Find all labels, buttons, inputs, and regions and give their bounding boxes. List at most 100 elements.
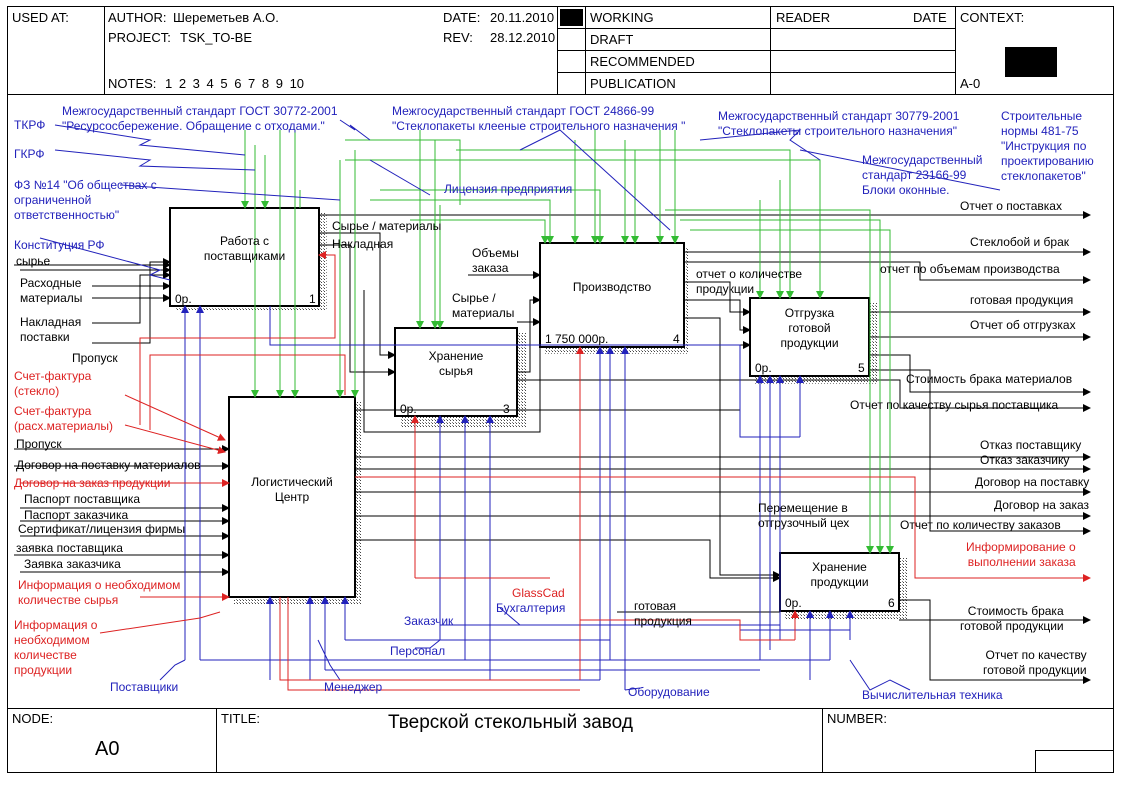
box-1-number: 1 — [309, 292, 316, 306]
arrow-label: Стеклобой и брак — [970, 235, 1069, 250]
arrow-label-line: Менеджер — [324, 680, 383, 694]
rev-label: REV: — [443, 30, 473, 45]
arrow-label-line: Счет-фактура — [14, 369, 92, 383]
arrow-label-line: стандарт 23166-99 — [862, 168, 967, 182]
arrow-label: Пропуск — [16, 437, 62, 452]
arrow-label-line: продукция — [634, 614, 692, 628]
arrow-label-line: Поставщики — [110, 680, 179, 694]
arrow-label-line: Межгосударственный стандарт ГОСТ 24866-9… — [392, 104, 655, 118]
arrow-label-line: Паспорт заказчика — [24, 508, 129, 522]
arrow-label: сырье — [16, 254, 50, 269]
arrow-label-line: Договор на поставку материалов — [16, 458, 201, 472]
arrow-label: ТКРФ — [14, 118, 45, 133]
arrow-label-line: нормы 481-75 — [1001, 124, 1079, 138]
arrow-label: Отчет об отгрузках — [970, 318, 1076, 333]
date-value: 20.11.2010 — [490, 10, 555, 25]
status-working: WORKING — [590, 10, 654, 25]
arrow-label-line: Бухгалтерия — [496, 601, 566, 615]
arrow-label: Сырье /материалы — [452, 291, 514, 321]
box-6-number: 6 — [888, 596, 895, 610]
arrow-label: Договор на поставку материалов — [16, 458, 201, 473]
notes-label: NOTES: — [108, 76, 157, 91]
arrow-label-line: материалы — [452, 306, 515, 320]
arrow-label-line: готовой продукции — [960, 619, 1064, 633]
arrow-label: Отчет о поставках — [960, 199, 1062, 214]
arrow-label-line: ГКРФ — [14, 147, 45, 161]
frame — [7, 6, 1114, 773]
context-label: CONTEXT: — [960, 10, 1025, 25]
arrow-label-line: проектированию — [1001, 154, 1094, 168]
arrow-label: заявка поставщика — [16, 541, 123, 556]
arrow-label-line: отчет о количестве — [696, 267, 803, 281]
arrow-label: готовая продукция — [970, 293, 1073, 308]
arrow-label-line: Стеклобой и брак — [970, 235, 1069, 249]
reader-date-label: DATE — [913, 10, 947, 25]
arrow-label-line: готовая продукция — [970, 293, 1074, 307]
arrow-label-line: Информация о — [14, 618, 98, 632]
arrow-label-line: Заказчик — [404, 614, 454, 628]
project-value: TSK_TO-BE — [180, 30, 253, 45]
arrow-label: Пропуск — [72, 351, 118, 366]
arrow-label: Персонал — [390, 644, 445, 659]
arrow-label-line: необходимом — [14, 633, 90, 647]
arrow-label: Договор на поставку — [975, 475, 1089, 490]
arrow-label-line: Стоимость брака материалов — [906, 372, 1073, 386]
arrow-label-line: количестве сырья — [18, 593, 119, 607]
arrow-label-line: Сертификат/лицензия фирмы — [18, 522, 186, 536]
arrow-label-line: заявка поставщика — [16, 541, 123, 555]
box-5-number: 5 — [858, 361, 865, 375]
node-label: NODE: — [12, 711, 54, 726]
arrow-label-line: (расх.материалы) — [14, 419, 114, 433]
arrow-label-line: стеклопакетов" — [1001, 169, 1086, 183]
project-label: PROJECT: — [108, 30, 171, 45]
arrow-label: Лицензия предприятия — [444, 182, 572, 197]
arrow-label-line: отгрузочный цех — [758, 516, 850, 530]
arrow-label: Бухгалтерия — [496, 601, 565, 616]
arrow-label: Конституция РФ — [14, 238, 105, 253]
arrow-label-line: ФЗ №14 "Об обществах с — [14, 178, 157, 192]
date-label: DATE: — [443, 10, 481, 25]
used-at-label: USED AT: — [12, 10, 69, 25]
arrow-label-line: Счет-фактура — [14, 404, 92, 418]
arrow-label-line: "Инструкция по — [1001, 139, 1087, 153]
arrow-label-line: поставки — [20, 330, 70, 344]
arrow-label-line: выполнении заказа — [967, 555, 1076, 569]
arrow-label-line: заказа — [472, 261, 509, 275]
arrow-label-line: Пропуск — [72, 351, 118, 365]
arrow-label: Межгосударственный стандарт 30779-2001"С… — [718, 109, 959, 139]
arrow-label: Сертификат/лицензия фирмы — [18, 522, 185, 537]
arrow-label: Заявка заказчика — [24, 557, 121, 572]
arrow-label-line: Строительные — [1001, 109, 1083, 123]
arrow-label-line: количестве — [14, 648, 77, 662]
arrow-label-line: Перемещение в — [758, 501, 848, 515]
arrow-label-line: ТКРФ — [14, 118, 46, 132]
arrow-label-line: сырье — [16, 254, 51, 268]
arrow-label-line: готовая — [634, 599, 676, 613]
arrow-label: Стоимость брака материалов — [906, 372, 1072, 387]
arrow-label: Оборудование — [628, 685, 710, 700]
arrow-label: Поставщики — [110, 680, 178, 695]
arrow-label-line: Отказ поставщику — [980, 438, 1082, 452]
arrow-label: Отказ заказчику — [980, 453, 1069, 468]
arrow-label-line: Персонал — [390, 644, 446, 658]
arrow-label: Паспорт поставщика — [24, 492, 140, 507]
arrow-label-line: "Стеклопакеты клееные строительного назн… — [392, 119, 686, 133]
arrow-label: Отчет по количеству заказов — [900, 518, 1061, 533]
arrow-label-line: Лицензия предприятия — [444, 182, 573, 196]
arrow-label-line: Договор на заказ — [994, 498, 1090, 512]
context-box — [1005, 47, 1057, 77]
context-node: A-0 — [960, 76, 981, 91]
